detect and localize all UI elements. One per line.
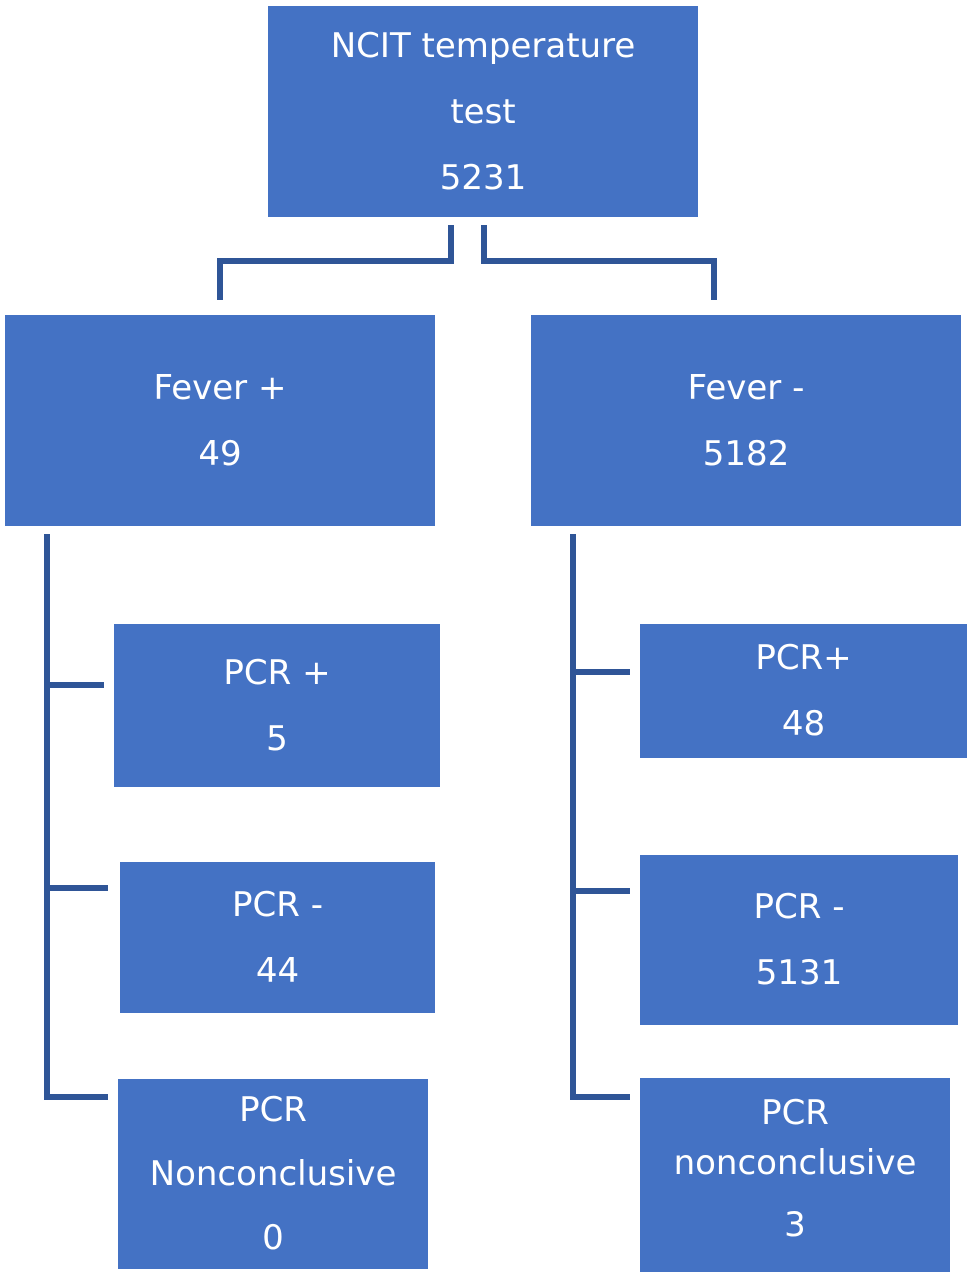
fever-positive-label: Fever + [153, 367, 287, 408]
fever-negative-box: Fever - 5182 [531, 315, 961, 526]
connector-left-to-pcr-positive [44, 682, 104, 688]
fever-negative-count: 5182 [702, 433, 790, 474]
left-pcr-negative-box: PCR - 44 [120, 862, 435, 1013]
left-pcr-nonconclusive-box: PCR Nonconclusive 0 [118, 1079, 428, 1269]
left-pcr-negative-count: 44 [255, 950, 300, 991]
right-pcr-positive-count: 48 [781, 704, 826, 744]
left-pcr-nonconclusive-label-line1: PCR [239, 1090, 307, 1130]
root-label-line2: test [450, 91, 516, 132]
right-pcr-nonconclusive-count: 3 [784, 1205, 806, 1245]
connector-root-right-vertical [481, 225, 487, 263]
root-label-line1: NCIT temperature [330, 25, 636, 66]
connector-root-left-horizontal [217, 258, 454, 264]
left-pcr-positive-label: PCR + [223, 652, 331, 693]
right-pcr-nonconclusive-label-line2: nonconclusive [673, 1143, 917, 1183]
right-pcr-negative-box: PCR - 5131 [640, 855, 958, 1025]
connector-left-to-pcr-negative [44, 885, 108, 891]
connector-root-right-horizontal [481, 258, 717, 264]
left-pcr-positive-count: 5 [266, 718, 288, 759]
right-pcr-positive-box: PCR+ 48 [640, 624, 967, 758]
connector-right-to-pcr-negative [570, 888, 630, 894]
connector-right-drop [711, 258, 717, 300]
left-pcr-negative-label: PCR - [232, 884, 323, 925]
fever-positive-count: 49 [198, 433, 242, 474]
left-pcr-nonconclusive-count: 0 [262, 1218, 284, 1258]
connector-left-spine [44, 534, 50, 1100]
root-box: NCIT temperature test 5231 [268, 6, 698, 217]
connector-left-to-pcr-nonconclusive [44, 1094, 108, 1100]
right-pcr-nonconclusive-label-line1: PCR [761, 1093, 829, 1133]
connector-left-drop [217, 258, 223, 300]
right-pcr-positive-label: PCR+ [755, 638, 852, 678]
connector-root-left-vertical [448, 225, 454, 263]
right-pcr-negative-label: PCR - [753, 887, 845, 927]
fever-negative-label: Fever - [687, 367, 805, 408]
connector-right-to-pcr-nonconclusive [570, 1094, 630, 1100]
left-pcr-nonconclusive-label-line2: Nonconclusive [149, 1154, 397, 1194]
connector-right-spine [570, 534, 576, 1100]
left-pcr-positive-box: PCR + 5 [114, 624, 440, 787]
right-pcr-negative-count: 5131 [755, 953, 843, 993]
fever-positive-box: Fever + 49 [5, 315, 435, 526]
root-count: 5231 [439, 157, 527, 198]
connector-right-to-pcr-positive [570, 669, 630, 675]
right-pcr-nonconclusive-box: PCR nonconclusive 3 [640, 1078, 950, 1272]
